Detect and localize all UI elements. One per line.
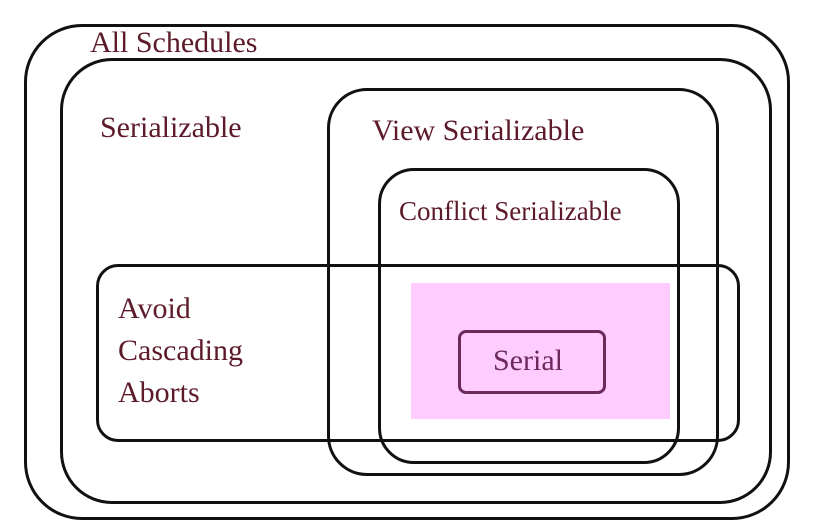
- serial-region: [458, 330, 606, 394]
- all-schedules-region: [24, 24, 790, 520]
- serializable-label: Serializable: [100, 111, 242, 144]
- conflict-serializable-label: Conflict Serializable: [399, 196, 622, 226]
- avoid-label-line-1: Avoid: [118, 292, 191, 325]
- all-schedules-label: All Schedules: [88, 26, 260, 59]
- serializable-region: [60, 58, 772, 504]
- cascading-label-line-2: Cascading: [118, 334, 243, 367]
- view-serializable-region: [327, 88, 719, 476]
- aborts-label-line-3: Aborts: [118, 376, 200, 409]
- intersection-highlight: [411, 283, 670, 419]
- avoid-cascading-aborts-region: [96, 264, 740, 442]
- view-serializable-label: View Serializable: [372, 114, 585, 147]
- serial-label: Serial: [493, 344, 563, 377]
- conflict-serializable-region: [378, 168, 680, 464]
